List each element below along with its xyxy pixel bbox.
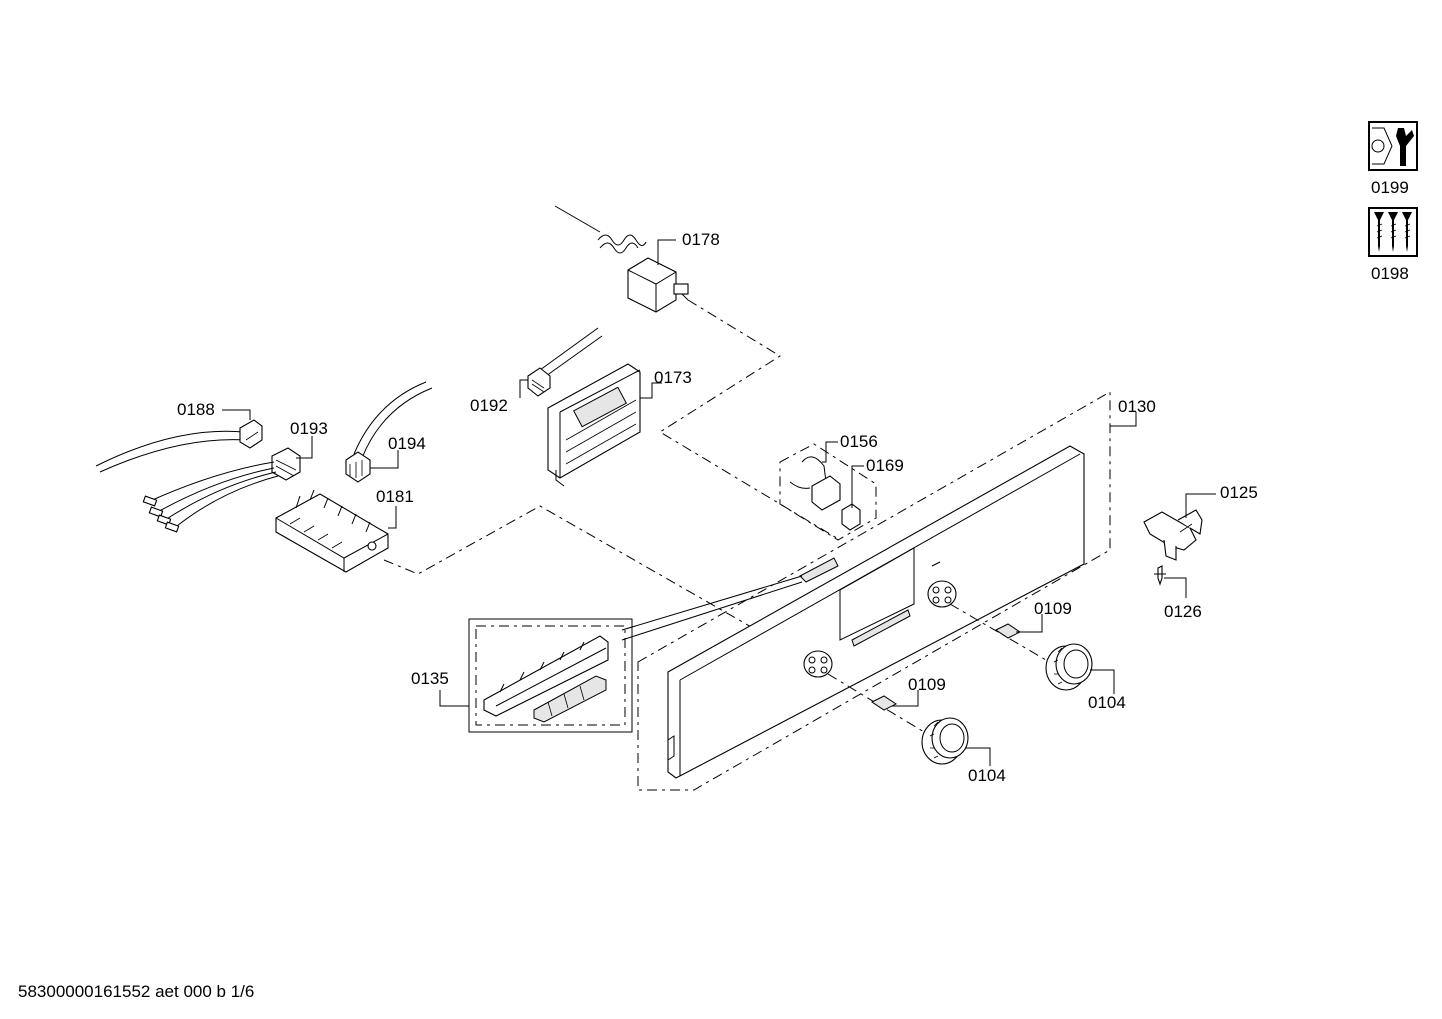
- label-0109-lower[interactable]: 0109: [908, 675, 946, 694]
- thermostat-part: [554, 205, 689, 313]
- screw-0126-part: [1154, 565, 1166, 586]
- label-0135[interactable]: 0135: [411, 669, 449, 688]
- control-module-part: [547, 363, 641, 487]
- wrench-nut-icon: [1368, 121, 1418, 171]
- label-0193[interactable]: 0193: [290, 419, 328, 438]
- label-0109-upper[interactable]: 0109: [1034, 599, 1072, 618]
- label-0156[interactable]: 0156: [840, 432, 878, 451]
- label-0104-upper[interactable]: 0104: [1088, 693, 1126, 712]
- label-0198[interactable]: 0198: [1371, 264, 1409, 283]
- label-0125[interactable]: 0125: [1220, 483, 1258, 502]
- connector-0194-part: [345, 381, 433, 483]
- connector-0192-part: [527, 327, 603, 397]
- label-0130[interactable]: 0130: [1118, 397, 1156, 416]
- label-0104-lower[interactable]: 0104: [968, 766, 1006, 785]
- sensor-part: [789, 456, 861, 531]
- label-0188[interactable]: 0188: [177, 400, 215, 419]
- label-0173[interactable]: 0173: [654, 368, 692, 387]
- bracket-0125-part: [1143, 509, 1203, 561]
- label-0126[interactable]: 0126: [1164, 602, 1202, 621]
- knob-upper-part: [1045, 643, 1093, 691]
- connector-0188-part: [95, 419, 263, 473]
- terminal-block-part: [275, 489, 389, 573]
- switch-assembly-part: [483, 635, 609, 723]
- label-0199[interactable]: 0199: [1371, 178, 1409, 197]
- label-0192[interactable]: 0192: [470, 396, 508, 415]
- label-0169[interactable]: 0169: [866, 456, 904, 475]
- label-0178[interactable]: 0178: [682, 230, 720, 249]
- label-0194[interactable]: 0194: [388, 434, 426, 453]
- screws-icon: [1368, 207, 1418, 257]
- connector-0193-part: [142, 447, 301, 533]
- knob-lower-part: [921, 717, 969, 765]
- label-0181[interactable]: 0181: [376, 487, 414, 506]
- control-panel-part: [667, 445, 1085, 779]
- document-code: 58300000161552 aet 000 b 1/6: [18, 982, 255, 1001]
